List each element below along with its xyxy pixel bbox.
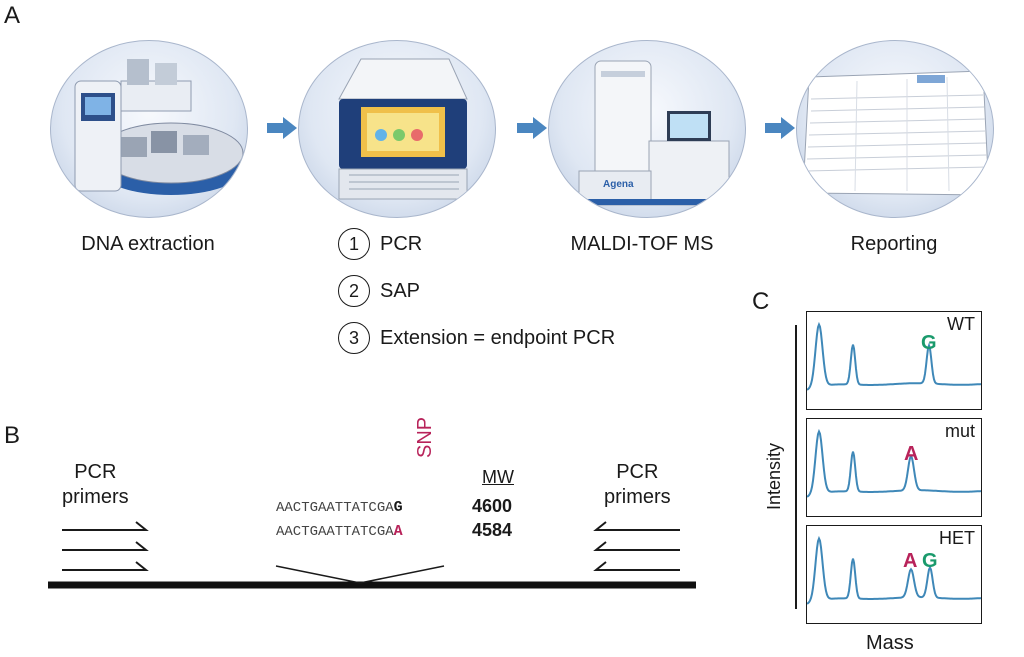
genotype-label-het: HET bbox=[939, 528, 975, 548]
arrow-icon bbox=[517, 117, 547, 139]
step-number: 3 bbox=[338, 322, 370, 354]
spectrum-trace-mut bbox=[807, 428, 981, 498]
primer-diagram bbox=[48, 521, 696, 589]
step-number: 1 bbox=[338, 228, 370, 260]
spectrum-trace-wt bbox=[807, 321, 981, 391]
genotype-label-mut: mut bbox=[944, 421, 975, 441]
step-number: 2 bbox=[338, 275, 370, 307]
spectrum-line bbox=[807, 535, 981, 605]
instrument-logo: Agena bbox=[603, 179, 634, 190]
left-primer-arrows bbox=[62, 521, 149, 571]
sequence-text: AACTGAATTATCGA bbox=[276, 500, 394, 516]
step-label: SAP bbox=[380, 279, 421, 302]
spectrum-line bbox=[807, 321, 981, 391]
spectrum-line bbox=[807, 428, 981, 498]
left-primer-label: PCR primers bbox=[62, 461, 129, 508]
snp-label: SNP bbox=[414, 416, 436, 458]
snp-callout-lines bbox=[275, 565, 445, 584]
arrow-icon bbox=[267, 117, 297, 139]
y-axis-line bbox=[795, 325, 797, 609]
mw-value-g: 4600 bbox=[472, 496, 513, 516]
step-extension: 3 Extension = endpoint PCR bbox=[338, 322, 615, 354]
step-label: Extension = endpoint PCR bbox=[380, 326, 616, 349]
snp-base: G bbox=[393, 499, 403, 516]
step-sap: 2 SAP bbox=[338, 275, 420, 307]
maldi-tof-instrument-image: Agena bbox=[548, 40, 746, 218]
spectrum-panel-het: HET A G bbox=[806, 525, 982, 624]
stage-label-maldi-tof: MALDI-TOF MS bbox=[570, 233, 714, 255]
panel-label-b: B bbox=[4, 422, 21, 449]
mw-value-a: 4584 bbox=[472, 520, 513, 540]
spectrum-trace-het bbox=[807, 535, 981, 605]
pcr-thermal-cycler-image bbox=[298, 40, 496, 218]
mw-header: MW bbox=[482, 467, 514, 487]
sequence-row-a: AACTGAATTATCGAA bbox=[276, 522, 403, 540]
sequence-text: AACTGAATTATCGA bbox=[276, 524, 394, 540]
snp-base: A bbox=[393, 523, 403, 540]
y-axis-label: Intensity bbox=[764, 442, 784, 510]
arrow-icon bbox=[765, 117, 795, 139]
sequence-row-g: AACTGAATTATCGAG bbox=[276, 498, 403, 516]
dna-extraction-instrument-image bbox=[50, 40, 248, 218]
panel-label-a: A bbox=[4, 2, 21, 29]
genotype-label-wt: WT bbox=[947, 314, 975, 334]
peak-label-a: A bbox=[904, 443, 919, 465]
x-axis-label: Mass bbox=[866, 632, 914, 654]
spectrum-panel-wt: WT G bbox=[806, 311, 982, 410]
right-primer-label: PCR primers bbox=[604, 461, 671, 508]
panel-label-c: C bbox=[752, 288, 770, 315]
peak-label-a: A bbox=[903, 550, 918, 572]
report-spreadsheet-image bbox=[796, 40, 994, 218]
peak-label-g: G bbox=[921, 332, 937, 354]
stage-label-dna-extraction: DNA extraction bbox=[81, 233, 215, 255]
step-pcr: 1 PCR bbox=[338, 228, 422, 260]
stage-label-reporting: Reporting bbox=[850, 233, 938, 255]
spectrum-panel-mut: mut A bbox=[806, 418, 982, 517]
step-label: PCR bbox=[380, 232, 423, 255]
right-primer-arrows bbox=[593, 521, 680, 571]
peak-label-g: G bbox=[922, 550, 938, 572]
